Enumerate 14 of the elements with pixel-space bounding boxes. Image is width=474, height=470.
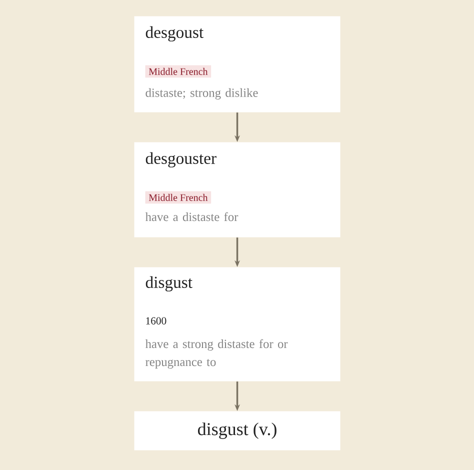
language-tag: Middle French — [145, 191, 212, 204]
entry-card — [134, 411, 340, 450]
entry-word: desgoust — [146, 26, 204, 42]
entry-word: desgouster — [146, 152, 216, 168]
definition-text: have a distaste for — [145, 212, 238, 222]
language-tag: Middle French — [145, 65, 212, 78]
definition-text: have a strong distaste for or repugnance to — [145, 339, 288, 369]
date-label: 1600 — [146, 317, 166, 324]
entry-headword: disgust (v.) — [198, 422, 276, 439]
entry-word: disgust — [146, 276, 192, 292]
definition-text: distaste; strong dislike — [146, 88, 258, 100]
entry-card — [134, 142, 340, 238]
entry-card — [134, 16, 340, 112]
entry-card — [134, 267, 340, 382]
